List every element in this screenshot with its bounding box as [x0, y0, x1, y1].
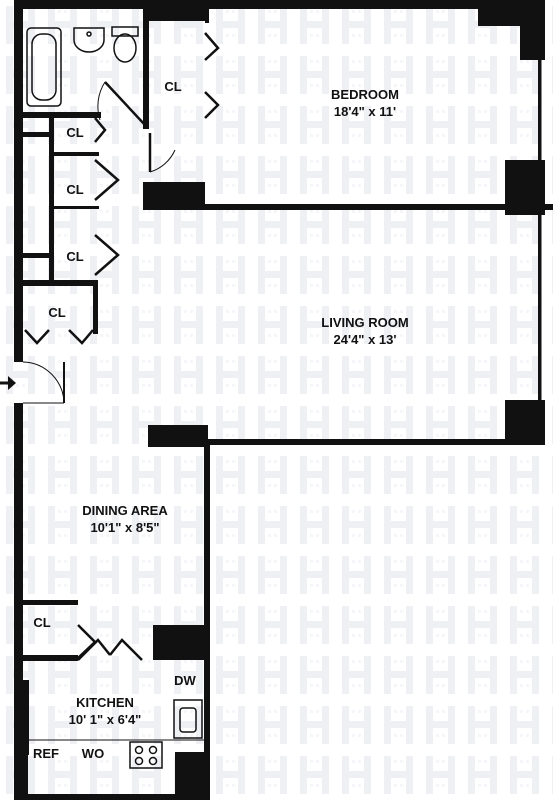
- kitchen-dims: 10' 1" x 6'4": [68, 712, 142, 727]
- walls: [14, 0, 553, 800]
- living-room-label: LIVING ROOM 24'4" x 13': [295, 314, 435, 348]
- kitchen-name: KITCHEN: [76, 695, 134, 710]
- closet-2-label: CL: [66, 182, 84, 197]
- living-room-dims: 24'4" x 13': [333, 332, 397, 347]
- dining-area-label: DINING AREA 10'1" x 8'5": [60, 502, 190, 536]
- doors: [24, 32, 220, 661]
- closet-bedroom-label: CL: [164, 79, 182, 94]
- entry-arrow-icon: [0, 376, 16, 390]
- closet-dining-label: CL: [33, 615, 51, 630]
- bedroom-label: BEDROOM 18'4" x 11': [300, 86, 430, 120]
- refrigerator-label: REF: [33, 746, 59, 761]
- dishwasher-label: DW: [174, 673, 196, 688]
- kitchen-sink-icon: [173, 699, 203, 739]
- closet-1-label: CL: [66, 125, 84, 140]
- dining-area-dims: 10'1" x 8'5": [90, 520, 160, 535]
- closet-entry-label: CL: [48, 305, 66, 320]
- sink-icon: [73, 27, 105, 53]
- toilet-icon: [111, 26, 139, 37]
- bathroom-fixtures: [26, 26, 139, 107]
- living-room-name: LIVING ROOM: [321, 315, 409, 330]
- dining-area-name: DINING AREA: [82, 503, 168, 518]
- kitchen-fixtures: [23, 699, 205, 769]
- bathtub-icon: [26, 27, 62, 107]
- wall-oven-label: WO: [81, 746, 105, 761]
- closet-3-label: CL: [66, 249, 84, 264]
- bedroom-name: BEDROOM: [331, 87, 399, 102]
- kitchen-label: KITCHEN 10' 1" x 6'4": [40, 694, 170, 728]
- stove-icon: [129, 741, 163, 769]
- door-swings: [22, 81, 176, 404]
- bedroom-dims: 18'4" x 11': [333, 104, 397, 119]
